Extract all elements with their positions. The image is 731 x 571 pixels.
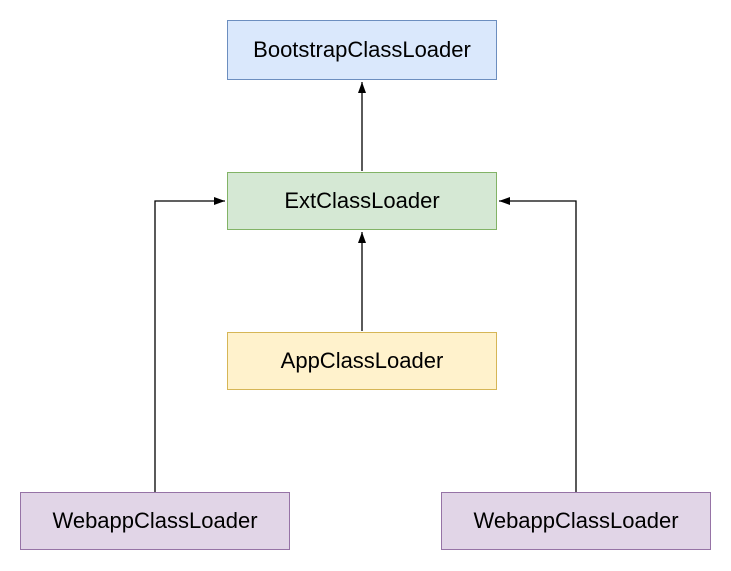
node-bootstrap-classloader: BootstrapClassLoader <box>227 20 497 80</box>
node-webapp-classloader-right-label: WebappClassLoader <box>473 508 679 533</box>
node-ext-classloader: ExtClassLoader <box>227 172 497 230</box>
node-app-classloader: AppClassLoader <box>227 332 497 390</box>
node-app-classloader-label: AppClassLoader <box>280 348 444 373</box>
node-webapp-classloader-right: WebappClassLoader <box>441 492 711 550</box>
node-webapp-classloader-left: WebappClassLoader <box>20 492 290 550</box>
node-bootstrap-classloader-label: BootstrapClassLoader <box>253 37 471 62</box>
node-webapp-classloader-left-label: WebappClassLoader <box>52 508 258 533</box>
edge-webapp-right-to-ext-arrow <box>499 197 577 492</box>
node-ext-classloader-label: ExtClassLoader <box>284 188 440 213</box>
edge-webapp-left-to-ext-arrow <box>154 197 225 492</box>
